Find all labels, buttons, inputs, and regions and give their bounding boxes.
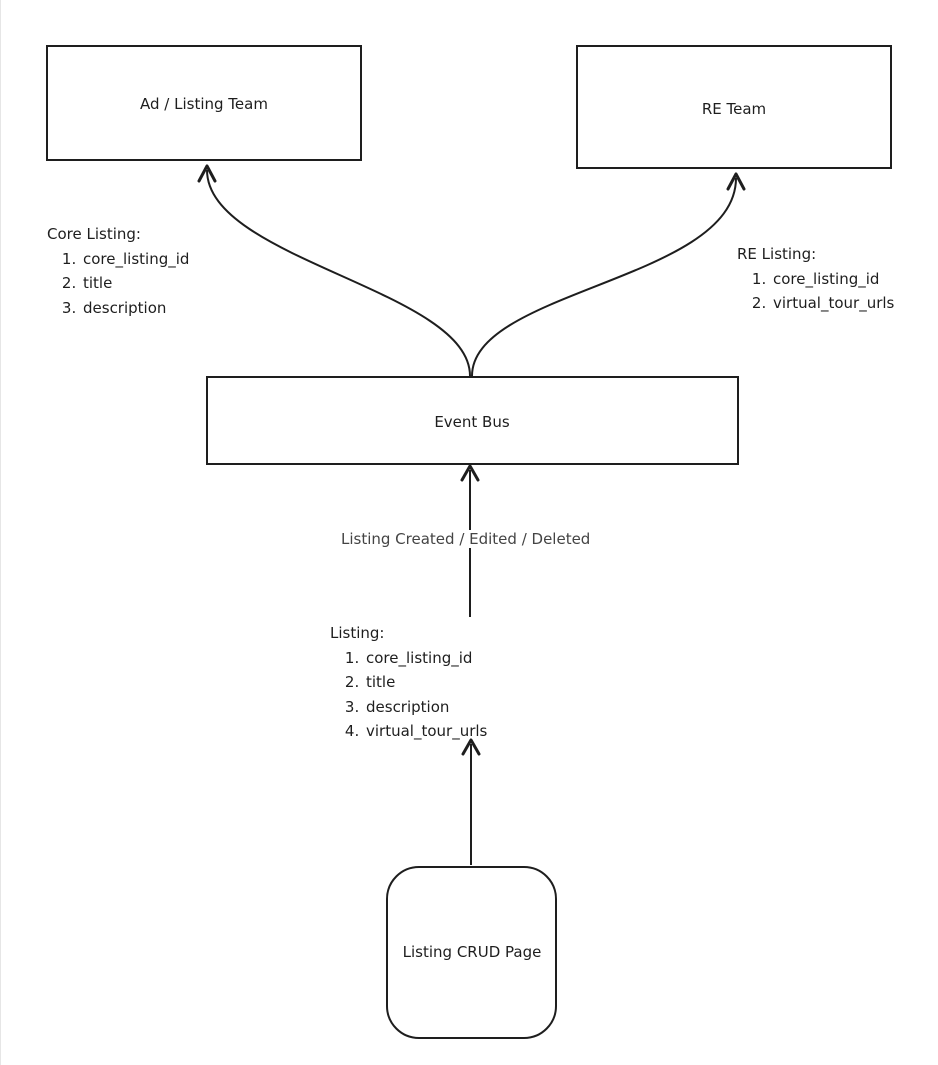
left-border <box>0 0 1 1065</box>
list-item: description <box>364 695 487 720</box>
list-item: core_listing_id <box>81 247 189 272</box>
list-item: title <box>81 271 189 296</box>
ad-team-box[interactable] <box>46 45 362 161</box>
re-team-box[interactable] <box>576 45 892 169</box>
arrow-bus-to-ad-team <box>206 169 471 377</box>
arrowhead-listing <box>461 738 481 756</box>
note-listing-list: core_listing_id title description virtua… <box>330 646 487 744</box>
event-bus-label: Event Bus <box>434 413 510 431</box>
list-item: core_listing_id <box>364 646 487 671</box>
crud-page-label: Listing CRUD Page <box>403 943 542 961</box>
note-re-listing: RE Listing: core_listing_id virtual_tour… <box>737 242 894 316</box>
edge-label-listing-events: Listing Created / Edited / Deleted <box>341 530 591 548</box>
note-listing: Listing: core_listing_id title descripti… <box>330 621 487 744</box>
note-core-listing-list: core_listing_id title description <box>47 247 189 321</box>
arrowhead-event-bus <box>460 464 480 482</box>
re-team-label: RE Team <box>702 100 766 118</box>
note-re-listing-list: core_listing_id virtual_tour_urls <box>737 267 894 316</box>
arrowhead-ad-team <box>197 164 217 183</box>
list-item: title <box>364 670 487 695</box>
event-bus-box[interactable] <box>206 376 739 465</box>
list-item: core_listing_id <box>771 267 894 292</box>
list-item: description <box>81 296 189 321</box>
ad-team-label: Ad / Listing Team <box>140 95 268 113</box>
crud-page-box[interactable] <box>386 866 557 1039</box>
list-item: virtual_tour_urls <box>364 719 487 744</box>
list-item: virtual_tour_urls <box>771 291 894 316</box>
note-re-listing-title: RE Listing: <box>737 245 817 263</box>
arrowhead-re-team <box>726 172 746 191</box>
note-core-listing: Core Listing: core_listing_id title desc… <box>47 222 189 320</box>
arrow-bus-to-re-team <box>471 177 737 377</box>
note-core-listing-title: Core Listing: <box>47 225 141 243</box>
note-listing-title: Listing: <box>330 624 385 642</box>
